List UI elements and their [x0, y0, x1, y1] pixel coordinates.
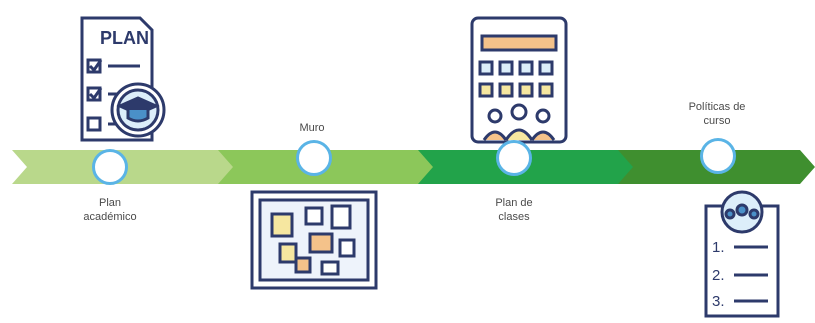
policy-number-2: 2. [712, 267, 725, 284]
plan-checklist-graduation-icon: PLAN [80, 16, 166, 142]
timeline-node-4 [700, 138, 736, 174]
policy-number-3: 3. [712, 293, 725, 310]
step-label-4: Políticas de curso [688, 101, 746, 127]
step-label-3: Plan de clases [495, 197, 533, 223]
plan-icon-text: PLAN [100, 28, 149, 48]
class-calendar-people-icon [470, 16, 568, 144]
policy-number-1: 1. [712, 239, 725, 256]
timeline-node-2 [296, 140, 332, 176]
timeline-node-3 [496, 140, 532, 176]
bulletin-board-icon [250, 190, 378, 290]
timeline-node-1 [92, 149, 128, 185]
step-label-2: Muro [299, 122, 325, 134]
policy-list-icon: 1. 2. 3. [704, 190, 780, 318]
step-label-1: Plan académico [83, 197, 137, 223]
